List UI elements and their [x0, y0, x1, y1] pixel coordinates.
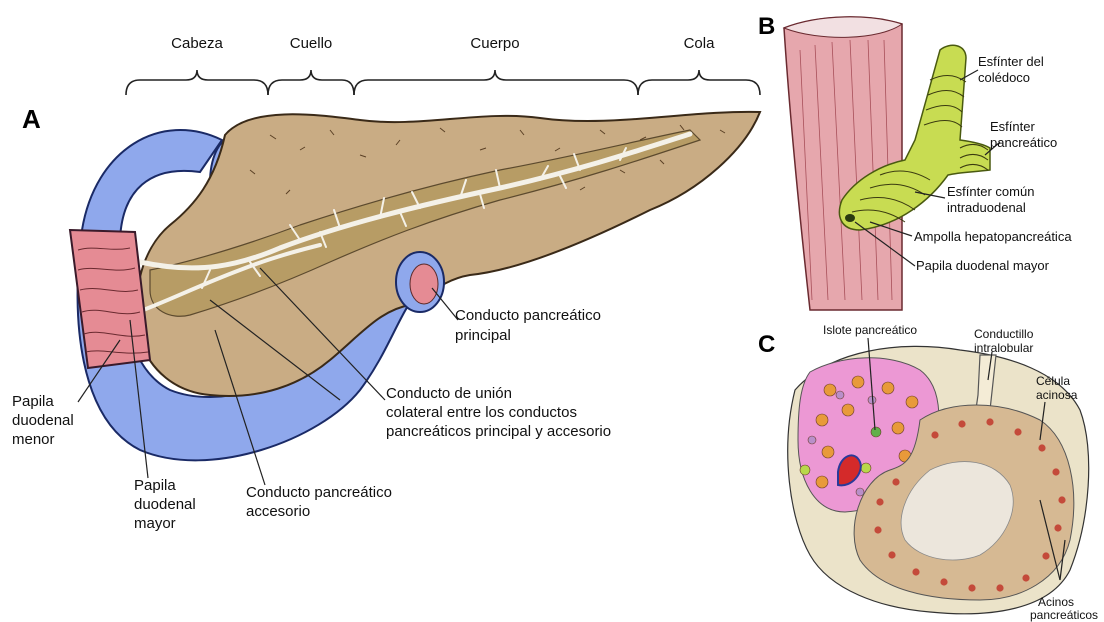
region-neck-label: Cuello: [290, 35, 333, 52]
label-islet: Islote pancreático: [823, 323, 917, 337]
label-main-duct: Conducto pancreático principal: [455, 307, 605, 344]
panel-c: C: [758, 323, 1098, 622]
label-minor-papilla-line1: Papila: [12, 393, 54, 410]
panel-a: A Cabeza Cuello Cuerpo Cola: [12, 35, 760, 532]
label-acini: Acinos pancreáticos: [1030, 595, 1098, 622]
region-body-label: Cuerpo: [470, 35, 519, 52]
label-acini-line1: Acinos: [1038, 595, 1074, 609]
label-common-sphincter: Esfínter común intraduodenal: [947, 184, 1038, 215]
label-ductule-line2: intralobular: [974, 341, 1033, 355]
label-union-duct-line2: colateral entre los conductos: [386, 404, 577, 421]
brace-neck: [268, 70, 354, 95]
label-accessory-duct-line2: accesorio: [246, 503, 310, 520]
label-minor-papilla-line3: menor: [12, 431, 55, 448]
panel-b-letter: B: [758, 13, 775, 40]
label-minor-papilla: Papila duodenal menor: [12, 393, 78, 448]
label-minor-papilla-line2: duodenal: [12, 412, 74, 429]
label-acinar-cell-line2: acinosa: [1036, 388, 1078, 402]
label-accessory-duct: Conducto pancreático accesorio: [246, 484, 396, 520]
brace-head: [126, 70, 268, 95]
label-union-duct-line1: Conducto de unión: [386, 385, 512, 402]
papilla-opening: [845, 214, 855, 222]
label-union-duct-line3: pancreáticos principal y accesorio: [386, 423, 611, 440]
label-union-duct: Conducto de unión colateral entre los co…: [386, 385, 611, 440]
panel-a-letter: A: [22, 104, 41, 134]
label-major-papilla-line3: mayor: [134, 515, 176, 532]
label-acinar-cell-line1: Célula: [1036, 374, 1070, 388]
label-b-major-papilla: Papila duodenal mayor: [916, 258, 1050, 273]
label-major-papilla-line2: duodenal: [134, 496, 196, 513]
label-bile-sphincter: Esfínter del colédoco: [978, 54, 1047, 85]
panel-b: B Esfínter del colédoco Esfínter pancr: [758, 13, 1072, 310]
region-head-label: Cabeza: [171, 35, 223, 52]
panel-c-letter: C: [758, 331, 775, 358]
label-bile-sphincter-line2: colédoco: [978, 70, 1030, 85]
region-tail-label: Cola: [684, 35, 716, 52]
label-main-duct-line1: Conducto pancreático: [455, 307, 601, 324]
label-common-sphincter-line2: intraduodenal: [947, 200, 1026, 215]
label-pancreatic-sphincter-line1: Esfínter: [990, 119, 1035, 134]
region-braces: [126, 70, 760, 95]
label-major-papilla: Papila duodenal mayor: [134, 477, 200, 532]
label-main-duct-line2: principal: [455, 327, 511, 344]
label-accessory-duct-line1: Conducto pancreático: [246, 484, 392, 501]
label-common-sphincter-line1: Esfínter común: [947, 184, 1034, 199]
label-acinar-cell: Célula acinosa: [1036, 374, 1078, 402]
label-ampulla: Ampolla hepatopancreática: [914, 229, 1072, 244]
label-ductule-line1: Conductillo: [974, 327, 1034, 341]
brace-body: [354, 70, 638, 95]
label-major-papilla-line1: Papila: [134, 477, 176, 494]
label-acini-line2: pancreáticos: [1030, 608, 1098, 622]
brace-tail: [638, 70, 760, 95]
main-duct-cut-lumen: [410, 264, 438, 304]
label-ductule: Conductillo intralobular: [974, 327, 1037, 355]
label-pancreatic-sphincter-line2: pancreático: [990, 135, 1057, 150]
label-bile-sphincter-line1: Esfínter del: [978, 54, 1044, 69]
label-pancreatic-sphincter: Esfínter pancreático: [990, 119, 1057, 150]
